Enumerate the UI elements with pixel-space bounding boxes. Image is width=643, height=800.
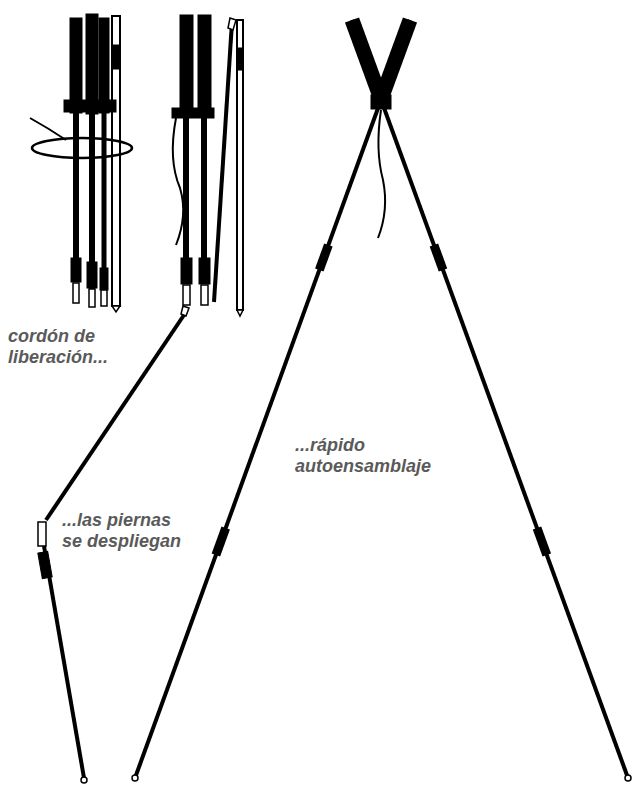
folded-bundle [30,14,132,312]
released-bundle-stroke [237,20,243,310]
released-bundle-stroke [180,15,193,110]
folded-bundle-stroke [99,18,109,113]
released-bundle-stroke [198,15,211,110]
folded-bundle-stroke [112,16,120,306]
assembled-bipod [132,20,631,781]
released-bundle-stroke [237,310,243,316]
released-bundle-stroke [173,118,183,245]
released-bundle-stroke [199,258,210,284]
assembled-bipod-stroke [380,20,410,102]
assembled-bipod-stroke [132,775,138,781]
folded-bundle-stroke [71,258,81,282]
callout-label: ...rápido autoensamblaje [293,435,477,477]
folded-bundle-stroke [32,138,132,158]
callout-label: cordón de liberación... [6,326,138,368]
released-bundle [172,15,243,316]
released-bundle-stroke [172,108,214,118]
assembled-bipod-stroke [371,95,391,109]
callout-label: ...las piernas se despliegan [60,510,196,552]
assembled-bipod-stroke [537,528,547,555]
folded-bundle-stroke [64,100,116,112]
released-bundle-stroke [228,18,236,30]
released-bundle-stroke [201,285,208,305]
released-bundle-stroke [237,48,243,70]
released-bundle-stroke [183,285,190,305]
assembled-bipod-stroke [434,245,443,270]
folded-bundle-stroke [73,110,79,282]
released-bundle-stroke [214,22,232,302]
unfolding-leg-stroke [44,546,84,778]
folded-bundle-stroke [89,289,95,307]
folded-bundle-stroke [73,283,79,303]
assembled-bipod-stroke [216,528,226,555]
unfolding-leg-stroke [81,777,87,783]
folded-bundle-stroke [101,290,107,306]
released-bundle-stroke [181,258,192,284]
unfolding-leg-stroke [38,551,52,578]
folded-bundle-stroke [112,306,120,312]
unfolding-leg-stroke [38,522,46,546]
folded-bundle-stroke [70,18,82,113]
folded-bundle-stroke [112,45,120,69]
assembled-bipod-stroke [625,775,631,781]
assembled-bipod-stroke [378,110,385,238]
assembled-bipod-stroke [135,20,410,778]
folded-bundle-stroke [30,118,66,140]
folded-bundle-stroke [86,14,98,114]
folded-bundle-stroke [100,268,108,290]
folded-bundle-stroke [87,262,97,288]
assembled-bipod-stroke [352,20,628,778]
assembled-bipod-stroke [319,245,328,270]
unfolding-leg-stroke [181,306,189,316]
